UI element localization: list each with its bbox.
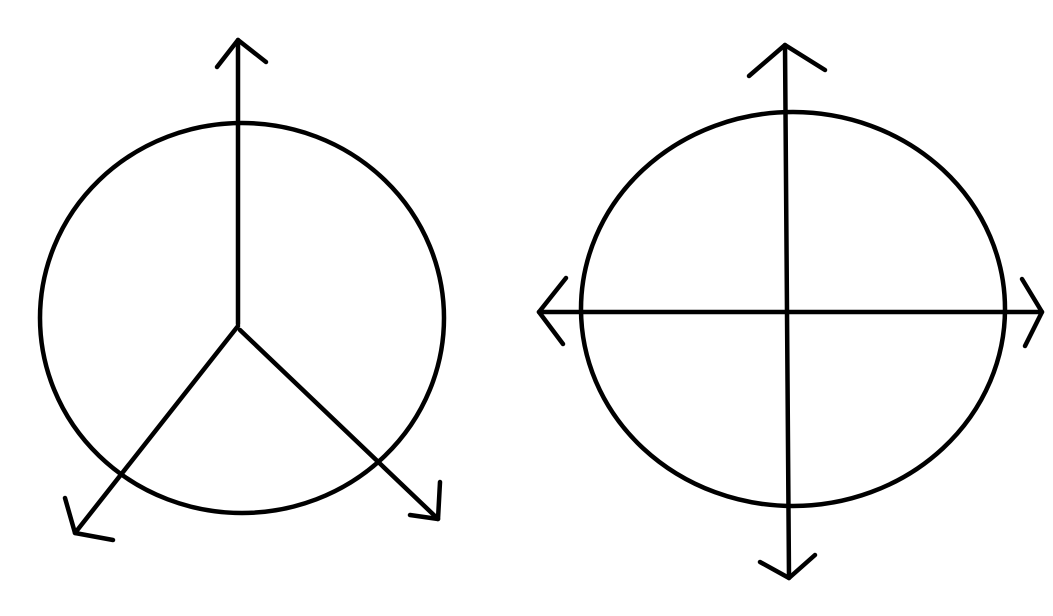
right-circle: [578, 109, 1008, 509]
arrowhead-icon: [214, 37, 269, 70]
arrowhead-icon: [757, 552, 818, 581]
left-circle: [37, 120, 447, 516]
arrowhead-icon: [407, 479, 443, 522]
arrowhead-icon: [1019, 276, 1045, 349]
three-arrow-diagram: [37, 37, 447, 543]
arrowhead-icon: [746, 42, 828, 79]
arrowhead-icon: [536, 275, 569, 347]
left-arrow-down-right-shaft: [237, 327, 441, 522]
arrowhead-icon: [62, 495, 116, 543]
four-arrow-diagram: [536, 42, 1045, 581]
left-arrow-down-left-shaft: [72, 323, 241, 536]
